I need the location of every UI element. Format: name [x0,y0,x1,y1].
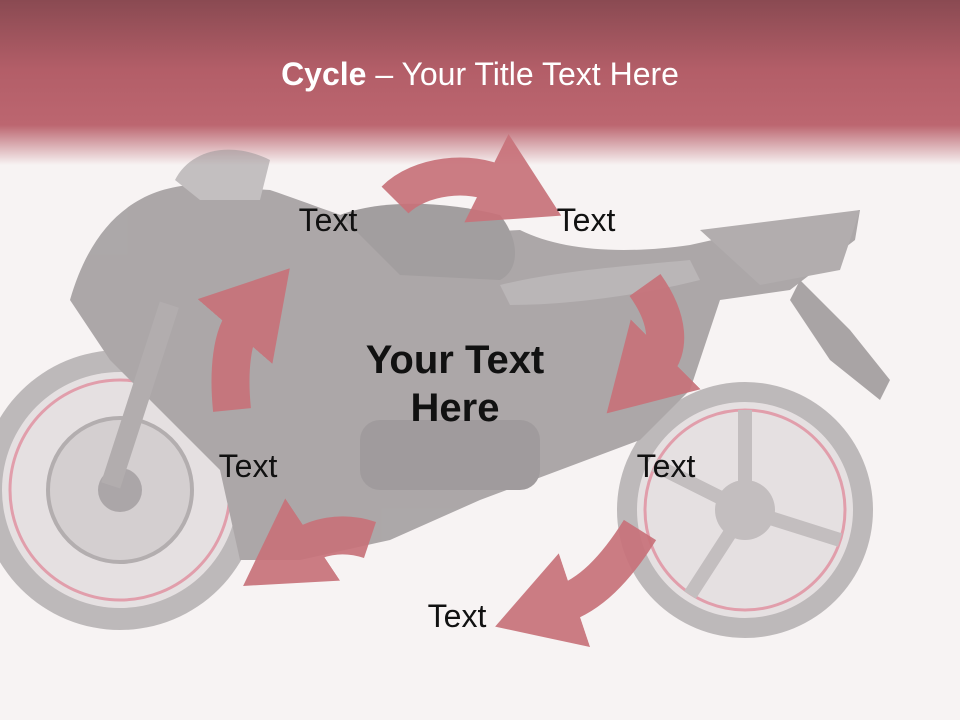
cycle-arrow-3 [495,519,657,648]
slide-title: Cycle – Your Title Text Here [0,52,960,96]
cycle-arrow-4 [243,498,376,586]
cycle-node-label: Text [427,598,487,634]
cycle-arrow-5 [197,268,290,412]
title-rest: – Your Title Text Here [366,56,679,92]
cycle-arrow-2 [606,273,701,414]
center-text: Your Text Here [365,338,545,430]
title-bold: Cycle [281,56,367,92]
cycle-node-label: Text [636,448,696,484]
cycle-node-label: Text [298,202,358,238]
cycle-arrow-1 [381,134,562,223]
cycle-node-label: Text [556,202,616,238]
cycle-node-label: Text [218,448,278,484]
